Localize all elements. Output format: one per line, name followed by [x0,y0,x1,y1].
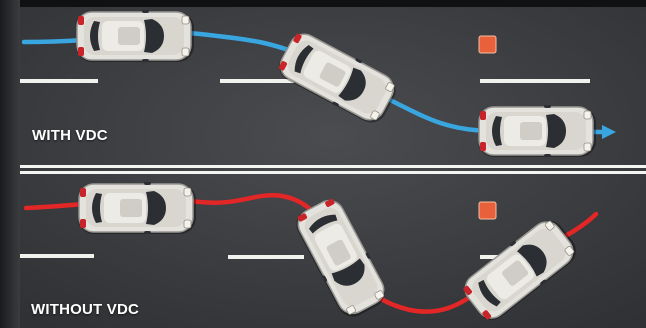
obstacle-marker-top [479,36,496,53]
with-vdc-label: WITH VDC [32,127,108,144]
car-bottom-1 [78,181,196,235]
left-frame-edge [0,0,20,328]
car-top-1 [76,9,194,63]
without-vdc-label: WITHOUT VDC [31,301,139,318]
car-top-3 [478,104,596,158]
obstacle-marker-bottom [479,202,496,219]
